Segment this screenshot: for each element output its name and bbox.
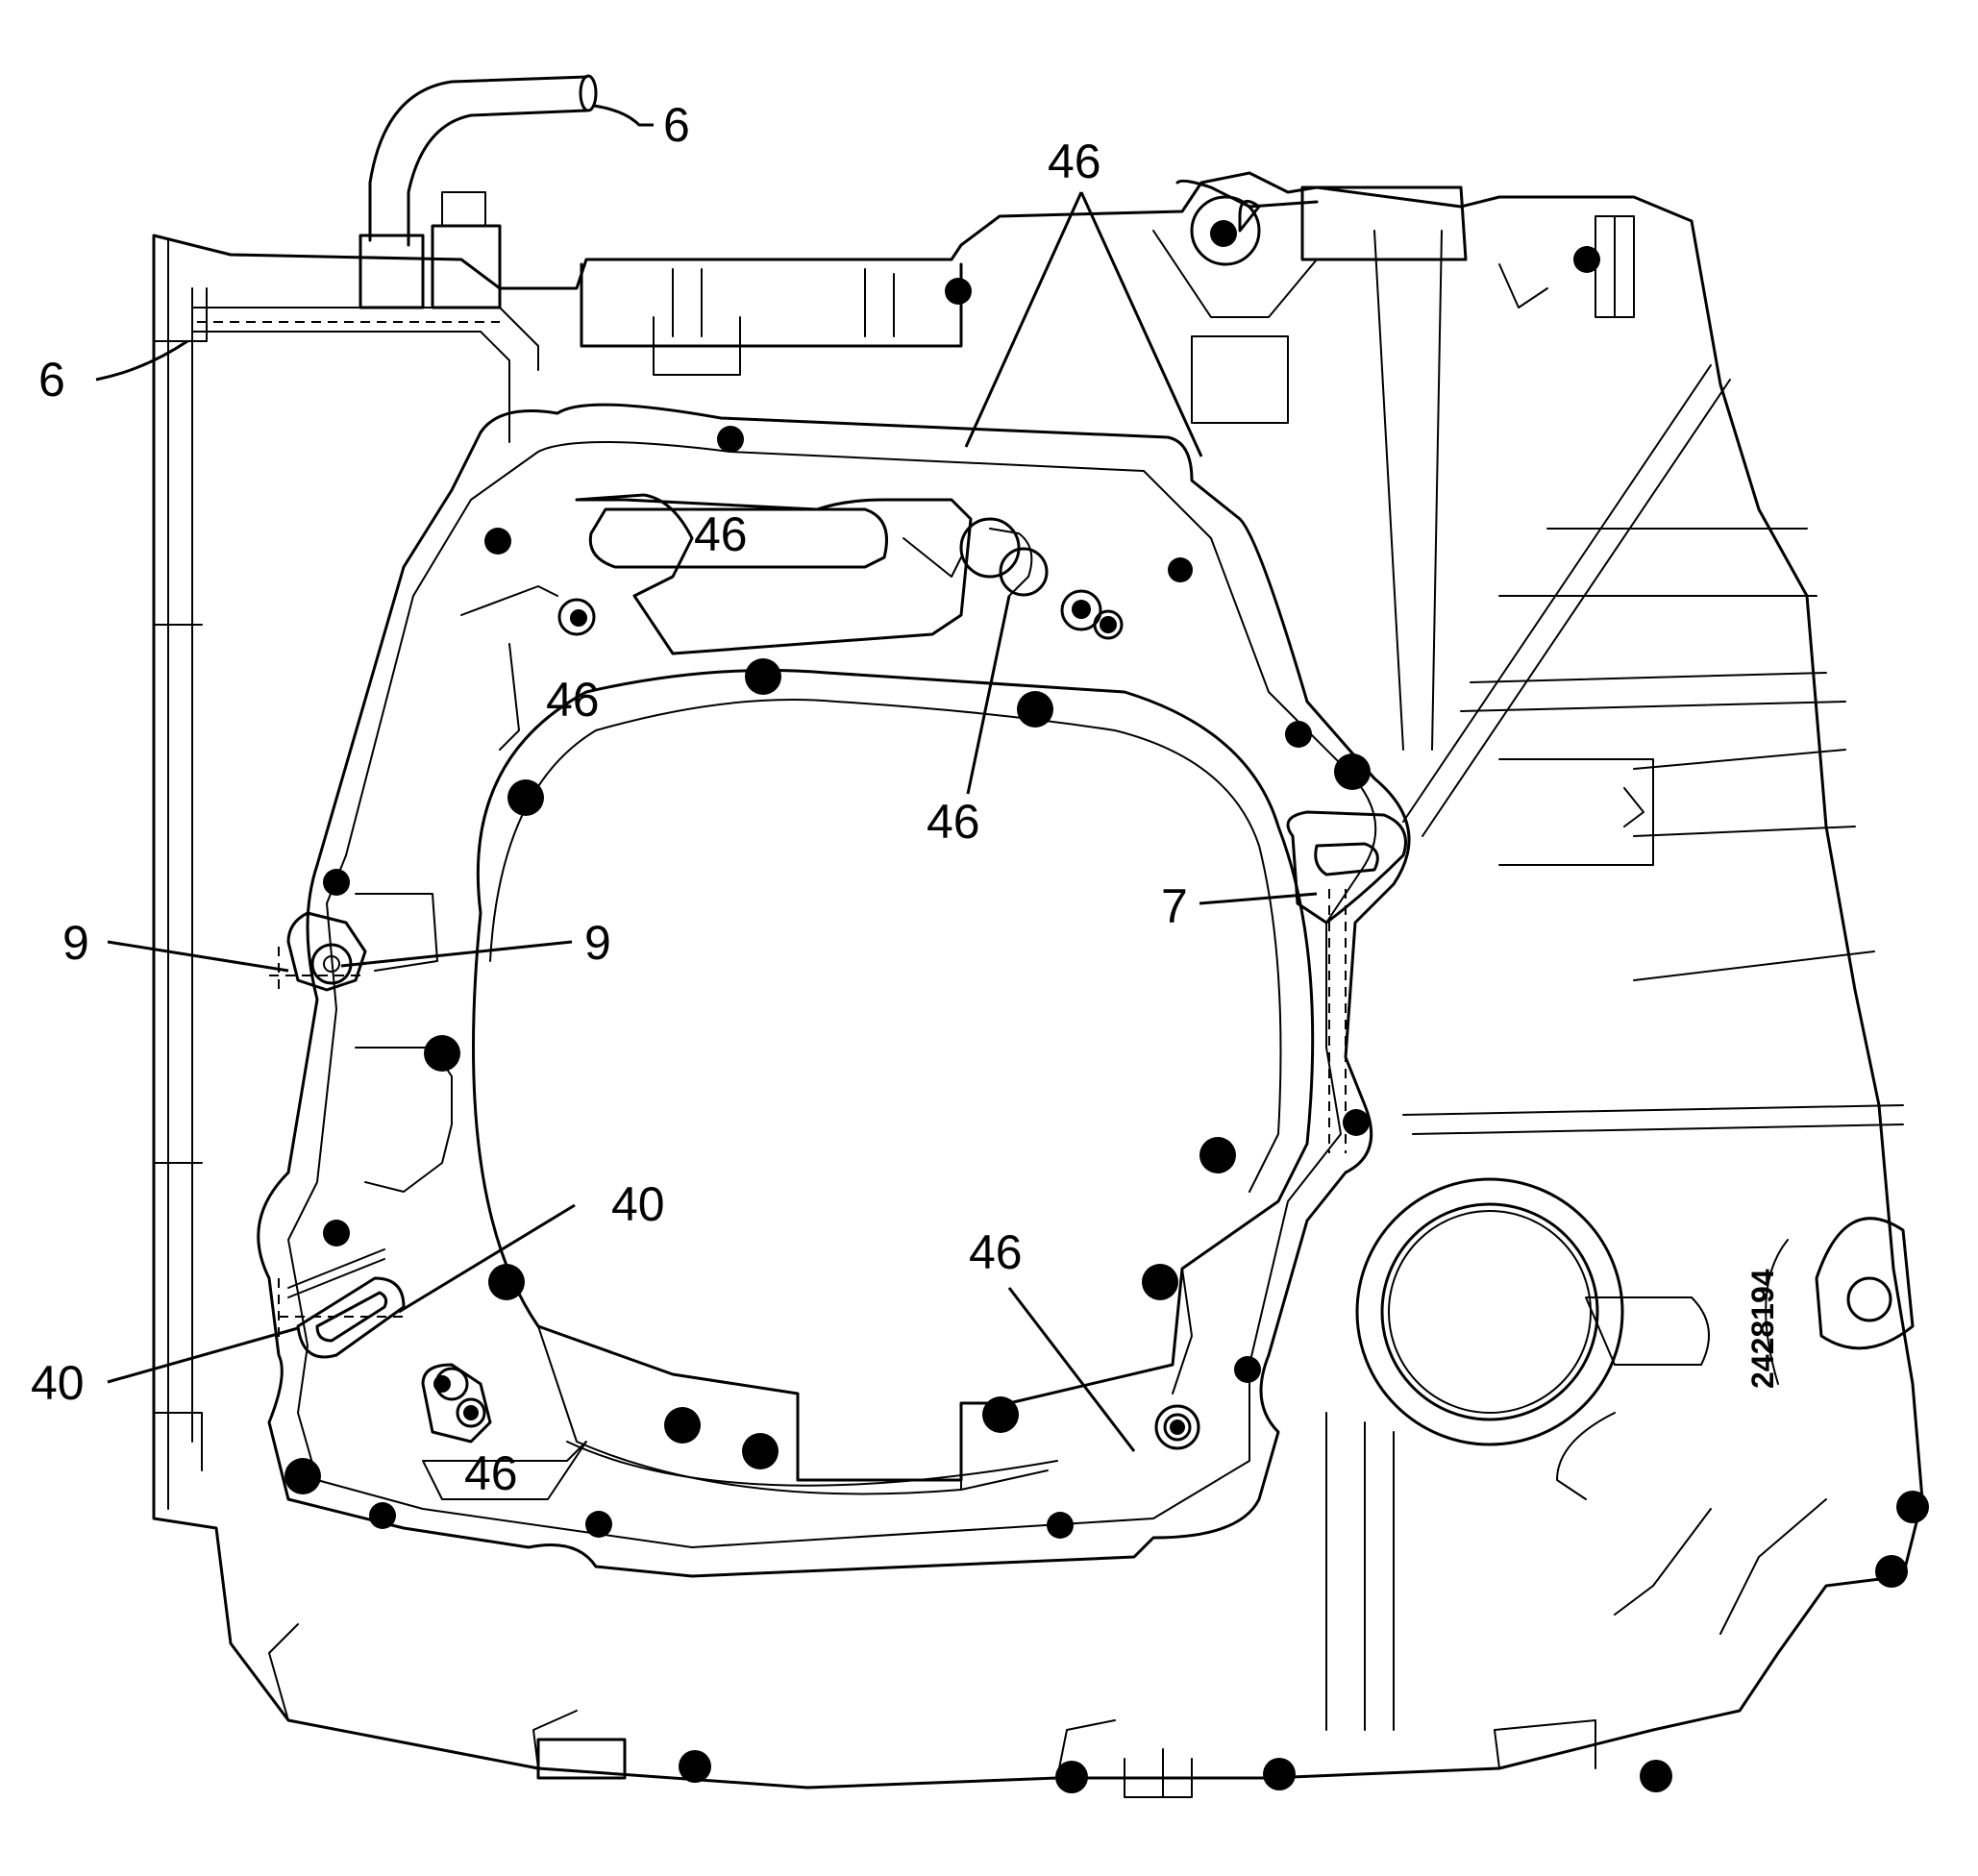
left-gallery <box>269 893 587 1500</box>
leader-9-left <box>107 940 289 973</box>
leader-46-top-b <box>1079 191 1203 457</box>
case-outline <box>152 171 1924 1798</box>
right-structure <box>1190 195 1915 1731</box>
callout-46-center: 46 <box>927 795 980 849</box>
callout-40-right: 40 <box>611 1177 665 1231</box>
bolt-holes <box>284 220 1929 1793</box>
leader-9-right <box>340 940 573 968</box>
callout-46-pad: 46 <box>694 507 748 561</box>
callout-7: 7 <box>1161 879 1188 933</box>
callout-6-left: 6 <box>38 353 65 407</box>
callout-9-left: 9 <box>62 916 89 970</box>
mating-flange <box>257 403 1411 1578</box>
leader-7 <box>1199 892 1318 905</box>
callout-9-right: 9 <box>584 916 611 970</box>
callout-46-left-pocket: 46 <box>546 673 600 727</box>
leader-46-bottom-right <box>1007 1287 1136 1452</box>
leader-40-right <box>398 1203 576 1314</box>
figure-id: 2428194 <box>1745 1269 1780 1389</box>
callout-40-left: 40 <box>31 1356 85 1410</box>
callout-46-bottom-left: 46 <box>464 1446 518 1500</box>
fill-tube <box>191 74 598 443</box>
callout-labels: 6 6 46 46 46 46 46 46 7 9 9 40 40 <box>31 98 1188 1500</box>
callout-46-bottom-right: 46 <box>969 1225 1023 1279</box>
leader-46-mid <box>966 595 1011 795</box>
hollow-bosses <box>557 517 1200 1450</box>
leader-40-left <box>107 1326 299 1384</box>
leader-46-top-a <box>964 191 1083 448</box>
callout-6-top: 6 <box>663 98 690 152</box>
leader-lines <box>95 104 1318 1452</box>
inner-bore <box>460 493 1407 1495</box>
leader-6-left <box>95 339 188 382</box>
top-housings <box>580 179 1635 424</box>
callout-46-top: 46 <box>1048 135 1101 188</box>
leader-6-top <box>593 104 654 127</box>
